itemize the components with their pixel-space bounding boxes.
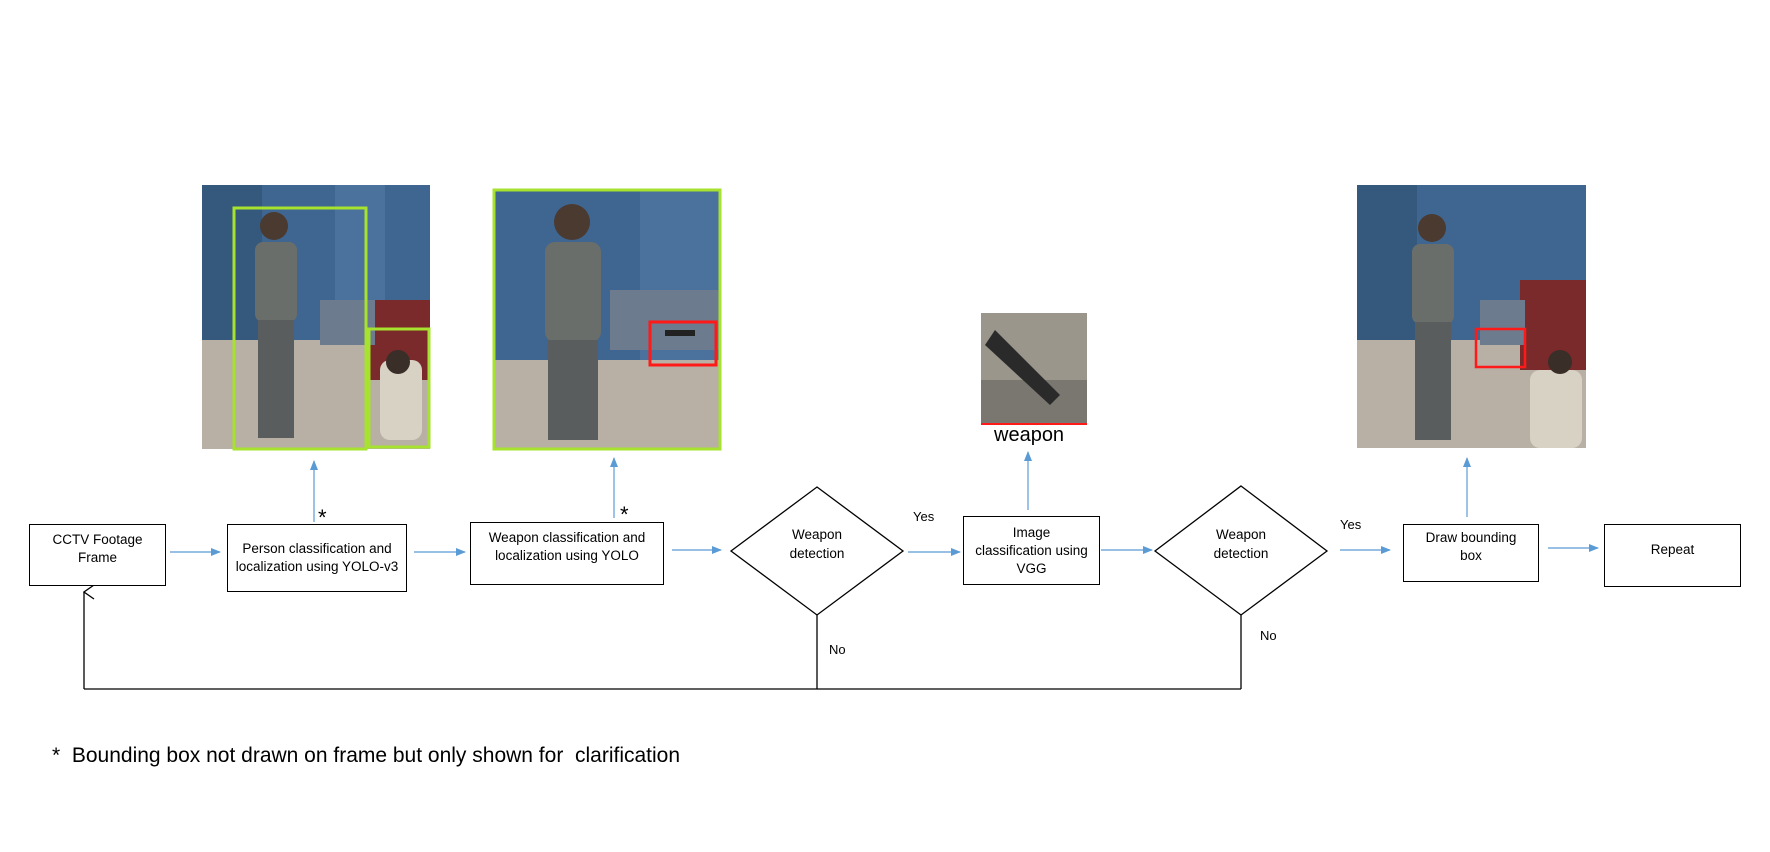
node-weapon-classification: Weapon classification and localization u… <box>470 522 664 585</box>
decision-1-label: Weapon detection <box>789 527 845 561</box>
edge-label-no-2: No <box>1260 628 1277 643</box>
node-vgg-classification: Image classification using VGG <box>963 516 1100 585</box>
flow-arrows <box>170 451 1599 556</box>
weapon-crop-image <box>981 313 1087 425</box>
weapon-crop-label: weapon <box>994 424 1065 446</box>
edge-label-yes-1: Yes <box>913 509 935 524</box>
node-person-classification: Person classification and localization u… <box>227 524 407 592</box>
weapon-detection-image <box>492 188 722 451</box>
node-draw-bounding-box: Draw bounding box <box>1403 524 1539 582</box>
edge-label-no-1: No <box>829 642 846 657</box>
decision-diamond-1 <box>729 486 905 616</box>
person-detection-image <box>202 185 431 451</box>
footnote: * Bounding box not drawn on frame but on… <box>52 744 681 767</box>
node-repeat: Repeat <box>1604 524 1741 587</box>
node-cctv-frame: CCTV Footage Frame <box>29 524 166 586</box>
output-frame-image <box>1357 185 1586 448</box>
no-feedback-loop <box>84 592 1242 690</box>
asterisk-marker-2: * <box>620 502 629 527</box>
edge-label-yes-2: Yes <box>1340 517 1362 532</box>
decision-diamond-2 <box>1153 485 1329 616</box>
asterisk-marker-1: * <box>318 505 327 530</box>
decision-2-label: Weapon detection <box>1213 527 1269 561</box>
